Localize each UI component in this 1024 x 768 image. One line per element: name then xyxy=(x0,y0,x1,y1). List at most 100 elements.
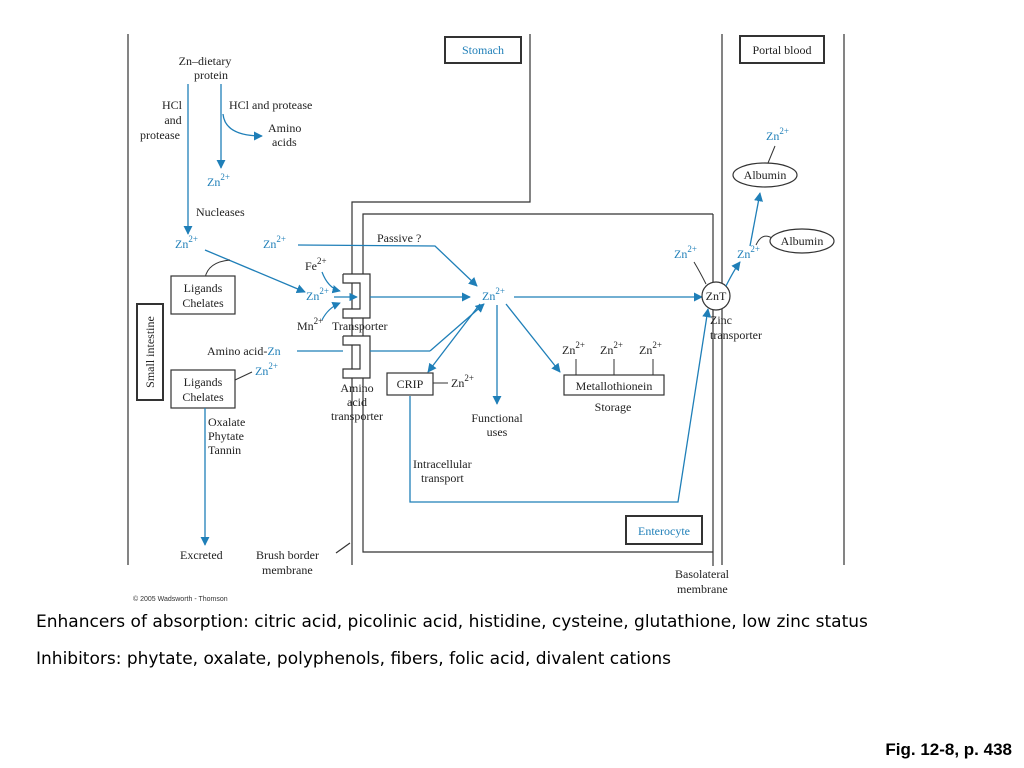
amino-acid-zn-label: Amino acid-Zn xyxy=(207,344,281,358)
arrow-zn-to-metallothionein xyxy=(505,303,561,373)
albumin-bound-ellipse xyxy=(732,162,798,188)
arrow-zn-to-transporter xyxy=(204,249,306,294)
ligand-binding-line-1 xyxy=(204,259,231,279)
zn-ion-passive: Zn2+ xyxy=(263,234,286,251)
arrow-znt-to-portal-zn xyxy=(725,261,741,287)
svg-text:Zn2+: Zn2+ xyxy=(175,234,198,251)
arrow-crip-to-zn xyxy=(429,303,485,352)
amino-acid-transporter-label-3: transporter xyxy=(331,409,383,423)
svg-text:Zn2+: Zn2+ xyxy=(255,361,278,378)
zn-dietary-label: Zn–dietary xyxy=(179,54,232,68)
crip-box xyxy=(386,372,434,396)
arrow-intracellular-transport xyxy=(409,308,712,503)
svg-text:Zn2+: Zn2+ xyxy=(766,126,789,143)
small-intestine-label: Small intestine xyxy=(143,316,157,388)
zn-ion-ligand: Zn2+ xyxy=(255,361,278,378)
copyright: © 2005 Wadsworth - Thomson xyxy=(133,595,228,603)
ligands-chelates-box-1 xyxy=(170,275,236,315)
metallothionein-zn-2: Zn2+ xyxy=(600,340,623,357)
zn-znt-bond xyxy=(693,261,707,285)
svg-text:Zn2+: Zn2+ xyxy=(674,244,697,261)
arrow-fe xyxy=(321,271,341,294)
brush-border-label-1: Brush border xyxy=(256,548,319,562)
transport-label: transport xyxy=(421,471,464,485)
zn-ion-portal: Zn2+ xyxy=(737,244,760,261)
zn-ion-stomach: Zn2+ xyxy=(207,172,230,189)
zinc-transporter-shape xyxy=(342,273,371,319)
portal-blood-label: Portal blood xyxy=(753,43,812,57)
protease-label-left: protease xyxy=(140,128,180,142)
functional-label: Functional xyxy=(471,411,523,425)
znt-label: ZnT xyxy=(706,289,727,303)
svg-text:Zn2+: Zn2+ xyxy=(737,244,760,261)
uses-label: uses xyxy=(487,425,508,439)
arrow-passive xyxy=(297,244,478,287)
arrow-zn-to-albumin xyxy=(749,192,763,247)
crip-label: CRIP xyxy=(397,377,424,391)
svg-text:Zn2+: Zn2+ xyxy=(482,286,505,303)
zinc-transporter-label: transporter xyxy=(710,328,762,342)
hcl-label-left: HCl xyxy=(162,98,183,112)
basolateral-label-2: membrane xyxy=(677,582,728,596)
amino-acid-transporter-shape xyxy=(342,335,371,379)
stomach-box: Stomach xyxy=(444,36,522,64)
zinc-absorption-diagram: Stomach Portal blood Small intestine Ent… xyxy=(127,34,845,603)
znt-transporter xyxy=(701,281,731,311)
brush-border-label-2: membrane xyxy=(262,563,313,577)
amino-acid-transporter-label-1: Amino xyxy=(340,381,373,395)
inhibitors-caption: Inhibitors: phytate, oxalate, polyphenol… xyxy=(36,649,671,669)
storage-label: Storage xyxy=(595,400,632,414)
ligands-label-2: Ligands xyxy=(184,375,223,389)
arrow-to-amino-acids xyxy=(222,113,263,141)
amino-label: Amino xyxy=(268,121,301,135)
and-label-left: and xyxy=(164,113,181,127)
crip-zn: Zn2+ xyxy=(451,373,474,390)
enterocyte-boundary xyxy=(362,213,713,553)
zn-ion-znt-left: Zn2+ xyxy=(674,244,697,261)
albumin-zn-bond xyxy=(767,145,776,164)
albumin-label-1: Albumin xyxy=(744,168,787,182)
chelates-label-1: Chelates xyxy=(182,296,224,310)
zn-ion-lumen: Zn2+ xyxy=(175,234,198,251)
ligands-chelates-box-2 xyxy=(170,369,236,409)
intracellular-label: Intracellular xyxy=(413,457,472,471)
svg-text:Zn2+: Zn2+ xyxy=(306,286,329,303)
metallothionein-zn-3: Zn2+ xyxy=(639,340,662,357)
hcl-and-protease-label-right: HCl and protease xyxy=(229,98,312,112)
amino-acid-transporter-label-2: acid xyxy=(347,395,367,409)
portal-blood-box: Portal blood xyxy=(739,35,825,64)
metallothionein-label: Metallothionein xyxy=(576,379,653,393)
ligands-label-1: Ligands xyxy=(184,281,223,295)
albumin-binding-line xyxy=(755,235,773,246)
zn-ion-transporter: Zn2+ xyxy=(306,286,329,303)
protein-label: protein xyxy=(194,68,228,82)
chelates-label-2: Chelates xyxy=(182,390,224,404)
svg-text:Zn2+: Zn2+ xyxy=(263,234,286,251)
albumin-label-2: Albumin xyxy=(781,234,824,248)
tannin-label: Tannin xyxy=(208,443,241,457)
acids-label: acids xyxy=(272,135,297,149)
zinc-label: Zinc xyxy=(710,313,732,327)
stomach-boundary xyxy=(351,34,531,565)
albumin-free-ellipse xyxy=(769,228,835,254)
metallothionein-box xyxy=(563,374,665,396)
metallothionein-bonds xyxy=(575,359,654,375)
brush-border-pointer xyxy=(335,542,351,554)
metallothionein-zn-1: Zn2+ xyxy=(562,340,585,357)
excreted-label: Excreted xyxy=(180,548,223,562)
ligand-binding-line-2 xyxy=(234,371,253,381)
arrow-mn xyxy=(321,302,341,321)
phytate-label: Phytate xyxy=(208,429,244,443)
small-intestine-box: Small intestine xyxy=(136,303,164,401)
basolateral-label-1: Basolateral xyxy=(675,567,730,581)
stomach-label: Stomach xyxy=(462,43,504,57)
enterocyte-box: Enterocyte xyxy=(625,515,703,545)
fe-ion: Fe2+ xyxy=(305,256,327,273)
enhancers-caption: Enhancers of absorption: citric acid, pi… xyxy=(36,612,868,632)
zn-ion-enterocyte: Zn2+ xyxy=(482,286,505,303)
nucleases-label: Nucleases xyxy=(196,205,245,219)
svg-text:Zn2+: Zn2+ xyxy=(207,172,230,189)
oxalate-label: Oxalate xyxy=(208,415,245,429)
passive-label: Passive ? xyxy=(377,231,421,245)
transporter-label: Transporter xyxy=(332,319,388,333)
